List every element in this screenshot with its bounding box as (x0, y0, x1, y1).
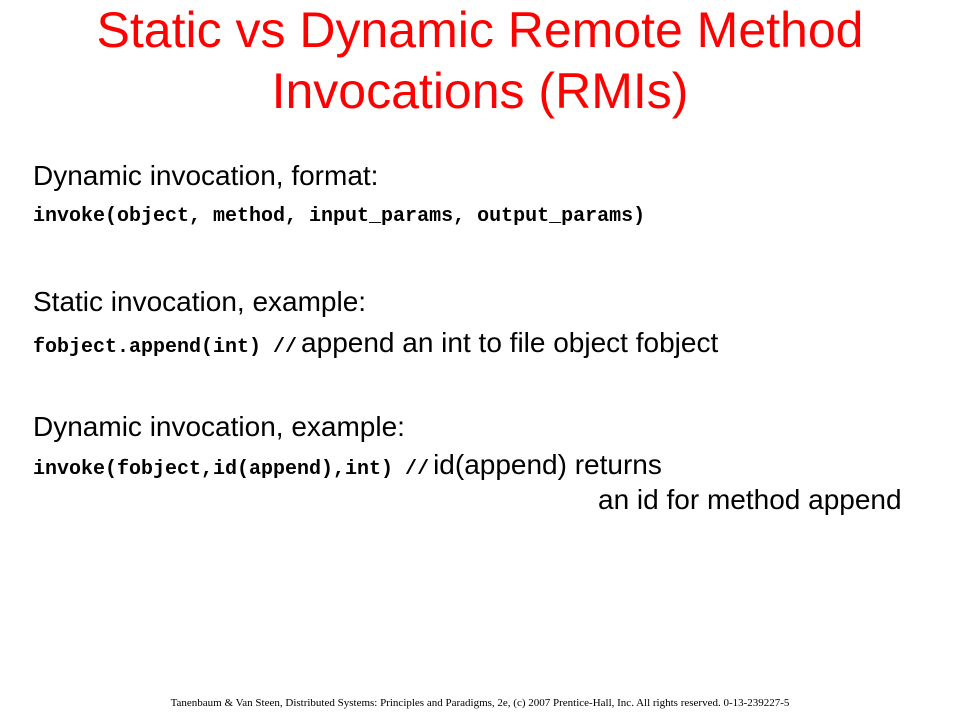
section-2-code-line: fobject.append(int) // append an int to … (33, 327, 718, 359)
section-2-code: fobject.append(int) // (33, 336, 298, 359)
section-3-code: invoke(fobject,id(append),int) // (33, 458, 430, 481)
section-3-code-line: invoke(fobject,id(append),int) // id(app… (33, 449, 662, 481)
section-2-heading: Static invocation, example: (33, 286, 367, 317)
slide-title: Static vs Dynamic Remote Method Invocati… (0, 0, 960, 122)
section-3-heading: Dynamic invocation, example: (33, 411, 405, 442)
copyright-footer: Tanenbaum & Van Steen, Distributed Syste… (170, 697, 790, 709)
section-3-comment: id(append) returns (433, 449, 662, 480)
title-line-1: Static vs Dynamic Remote Method (96, 2, 864, 58)
section-3-comment-continuation: an id for method append (598, 484, 902, 515)
title-line-2: Invocations (RMIs) (271, 63, 689, 119)
section-1-code-line: invoke(object, method, input_params, out… (33, 205, 645, 228)
section-1-code: invoke(object, method, input_params, out… (33, 205, 646, 228)
section-1-heading: Dynamic invocation, format: (33, 160, 379, 191)
section-2-comment: append an int to file object fobject (301, 327, 719, 358)
